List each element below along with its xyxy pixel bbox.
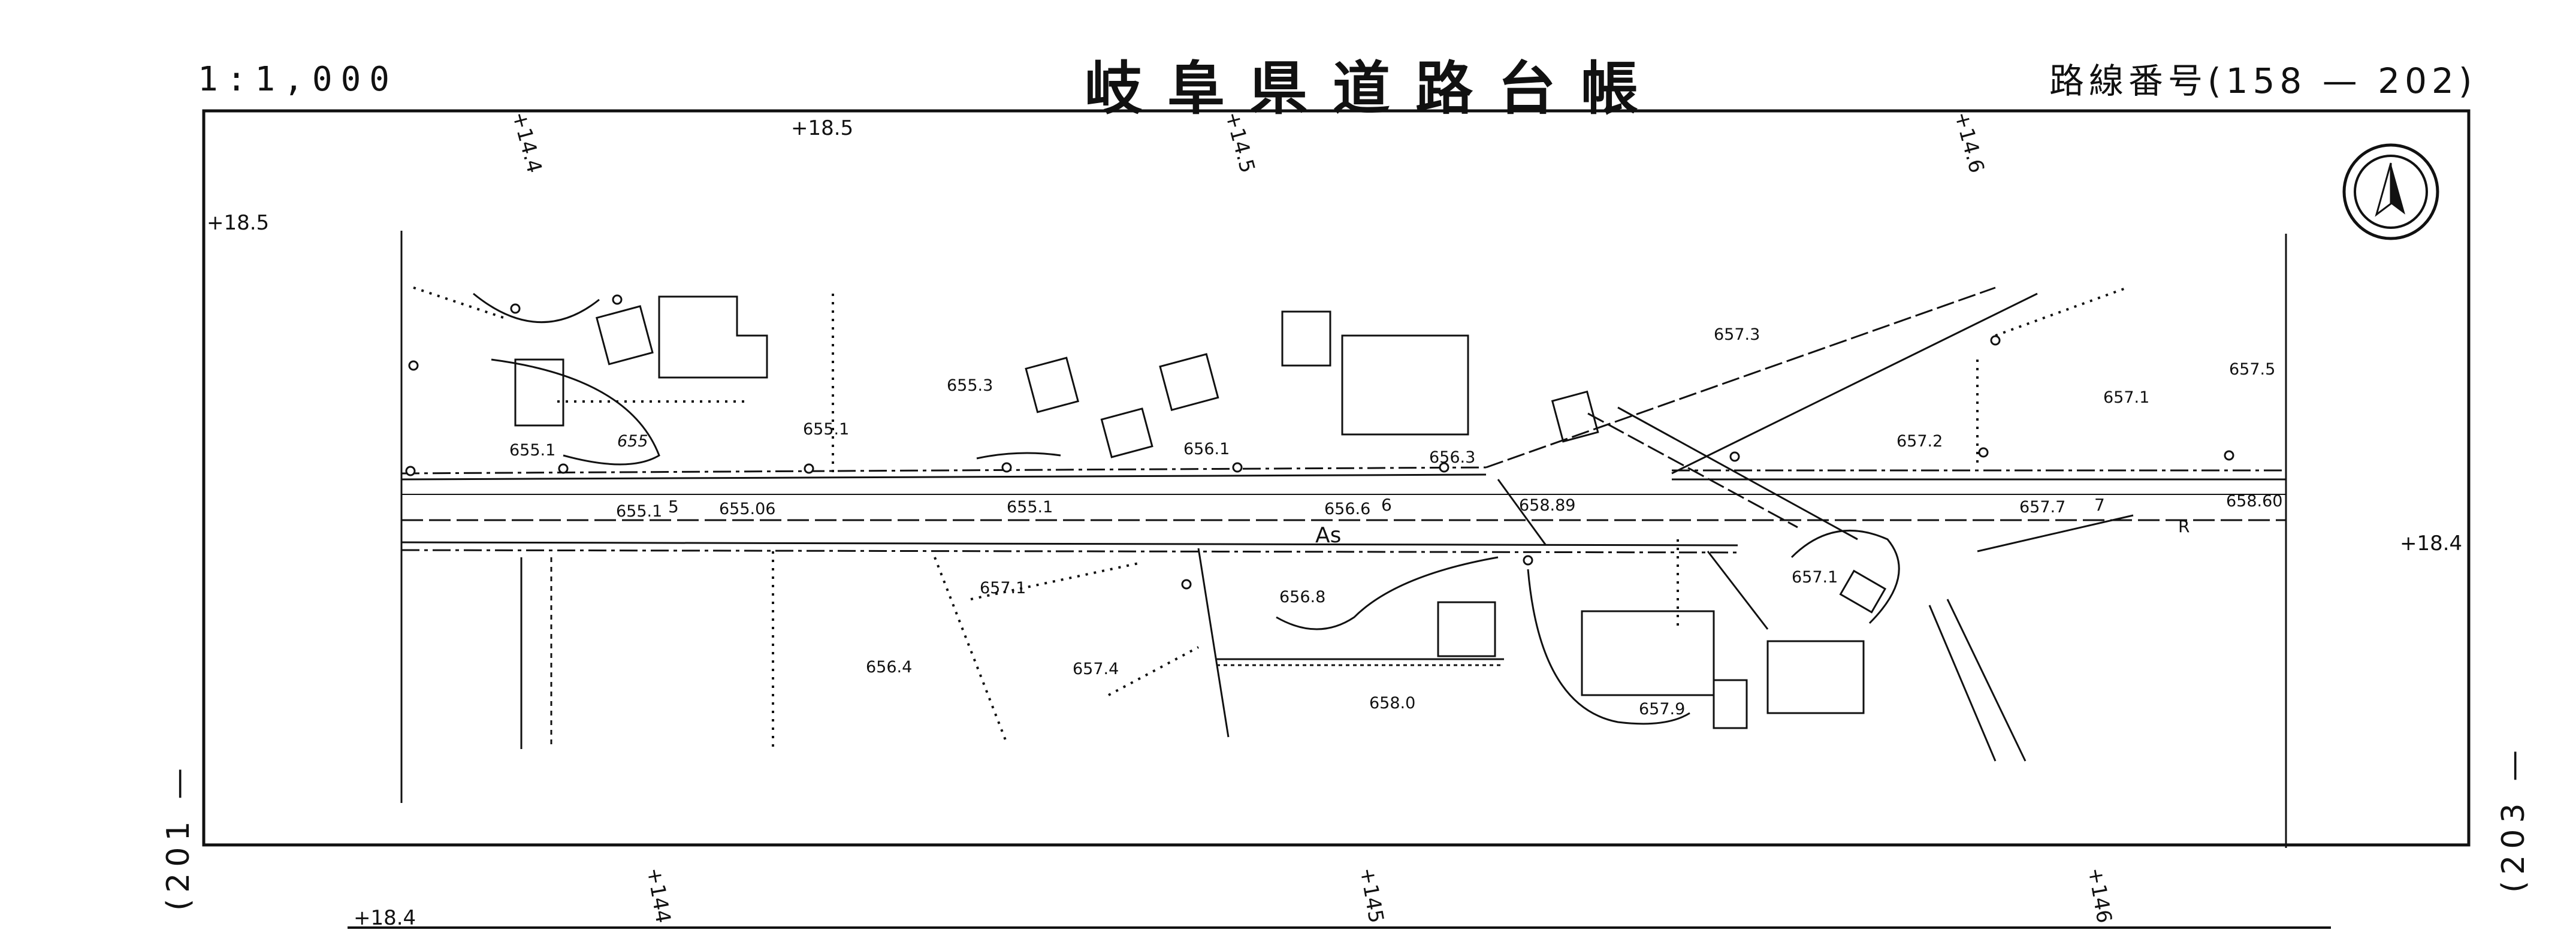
survey-points [405,294,2234,590]
elevation-label: 657.5 [2229,360,2275,379]
elevation-label: 658.0 [1369,694,1415,712]
chainage-label: +18.5 [207,211,269,235]
chainage-label: +14.4 [507,109,546,176]
elevation-label: 657.2 [1896,432,1943,451]
elevation-label: 657.3 [1714,325,1760,344]
elevation-label: 657.9 [1639,700,1685,718]
north-arrow-icon [2342,143,2439,240]
elevation-label: 655.1 [509,441,555,460]
chainage-label: +145 [1355,866,1388,925]
buildings [514,295,1887,729]
lot-boundaries [413,286,2128,749]
elevation-label: 655.1 [1007,498,1053,517]
elevation-label: 656.6 [1324,500,1370,518]
chainage-label: +18.5 [791,116,853,140]
side-roads [1485,286,2134,762]
elevation-label: 655.1 [616,502,662,521]
curve-label: R [2178,517,2190,536]
elevation-label: 657.7 [2019,498,2065,517]
elevation-label: 658.60 [2226,492,2282,511]
elevation-label: 655.1 [803,420,849,439]
elevation-label: 656.4 [866,658,912,677]
route-number: 路線番号(158 — 202) [2049,61,2477,101]
elevation-label: 656.1 [1183,440,1230,458]
road-surface-label: As [1315,523,1341,548]
elevation-label: 657.1 [1792,568,1838,587]
elevation-label: 655 [617,432,648,451]
sheet-frame [202,109,2471,847]
station-label: 6 [1381,495,1392,515]
map-scale: 1:1,000 [198,60,398,99]
elevation-label: 657.1 [980,579,1026,597]
elevation-label: 656.8 [1279,588,1325,606]
elevation-label: 657.1 [2103,388,2149,407]
station-label: 5 [668,497,679,517]
station-label: 7 [2094,495,2105,515]
chainage-label: +14.5 [1220,109,1260,176]
elevation-label: 655.3 [947,376,993,395]
elevation-label: 657.4 [1073,660,1119,678]
elevation-label: 655.06 [719,500,775,518]
elevation-label: 658.89 [1519,496,1575,515]
chainage-label: +14.6 [1949,109,1989,176]
road [401,466,2286,554]
chainage-label: +144 [642,866,675,925]
chainage-label: +18.4 [354,906,416,930]
elevation-label: 656.3 [1429,448,1475,467]
chainage-label: +18.4 [2400,532,2462,555]
chainage-label: +146 [2083,866,2116,925]
terrain-curves [473,292,1690,749]
